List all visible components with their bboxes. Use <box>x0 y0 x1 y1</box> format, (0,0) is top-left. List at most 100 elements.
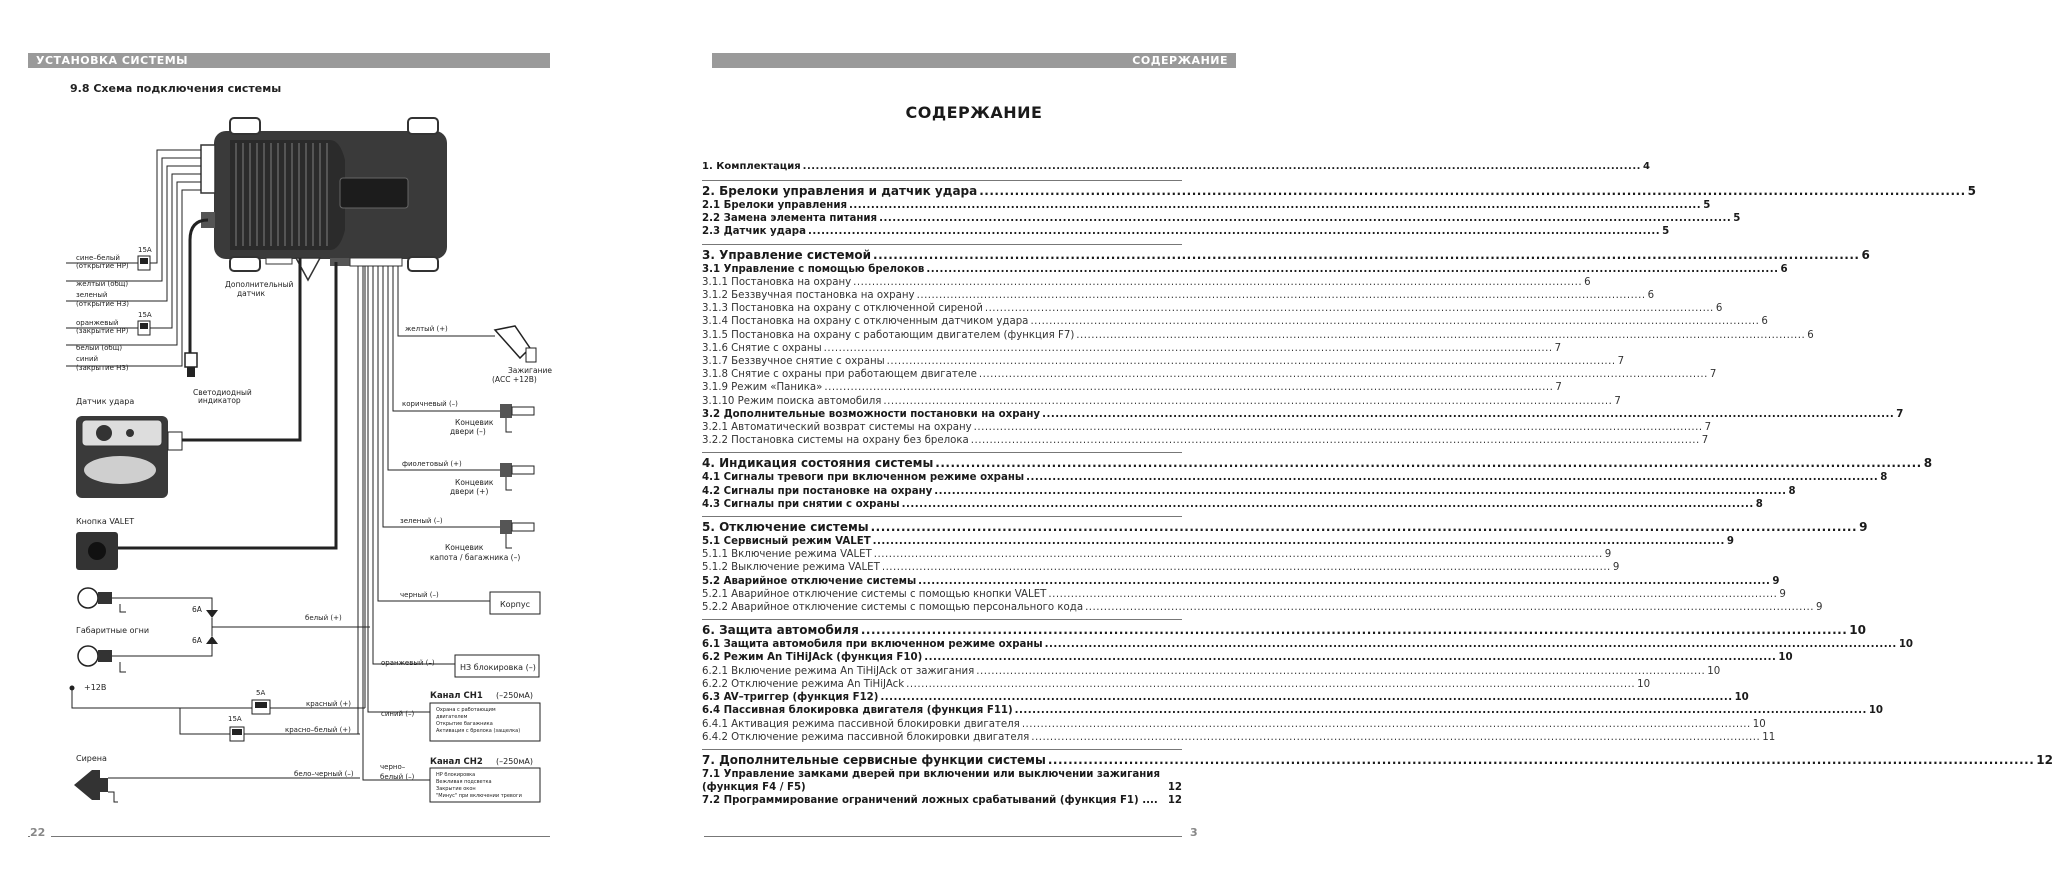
toc-entry[interactable]: 3.1.10 Режим поиска автомобиля7 <box>702 395 1621 408</box>
siren <box>74 770 360 803</box>
label-red-plus: красный (+) <box>306 700 351 708</box>
toc-entry-title: 3.1.9 Режим «Паника» <box>702 382 823 394</box>
toc-entry-page: 10 <box>1868 705 1884 717</box>
toc-entry-page: 7 <box>1617 356 1625 368</box>
toc-entry[interactable]: 3.1 Управление с помощью брелоков 6 <box>702 263 1788 276</box>
toc-entry[interactable]: 3.1.8 Снятие с охраны при работающем дви… <box>702 368 1716 381</box>
toc-entry-title: 5.2.1 Аварийное отключение системы с пом… <box>702 588 1047 600</box>
label-yellow-plus: желтый (+) <box>405 325 448 333</box>
toc-entry[interactable]: 2.3 Датчик удара5 <box>702 225 1669 238</box>
toc-entry-page: 6 <box>1584 276 1591 288</box>
toc-entry-title: 2.3 Датчик удара <box>702 226 806 238</box>
toc-leader-dots <box>979 183 1965 199</box>
toc-entry-title: 5.1.1 Включение режима VALET <box>702 549 872 561</box>
toc-section: 5. Отключение системы95.1 Сервисный режи… <box>702 516 1867 614</box>
toc-leader-dots <box>808 225 1660 238</box>
toc-leader-dots <box>1031 731 1760 744</box>
toc-entry[interactable]: 7.2 Программирование ограничений ложных … <box>702 794 1182 807</box>
toc-entry-page: 7 <box>1704 422 1712 434</box>
toc-entry-page: 6 <box>1780 263 1788 275</box>
toc-entry[interactable]: 6.1 Защита автомобиля при включенном реж… <box>702 638 1913 651</box>
wiring-diagram: 9.8 Схема подключения системы <box>66 82 552 803</box>
toc-entry[interactable]: 3.1.1 Постановка на охрану6 <box>702 276 1591 289</box>
toc-entry[interactable]: 3.1.9 Режим «Паника» 7 <box>702 381 1562 394</box>
toc-entry[interactable]: 6.4.2 Отключение режима пассивной блокир… <box>702 731 1775 744</box>
toc-entry[interactable]: 5.1.2 Выключение режима VALET9 <box>702 561 1619 574</box>
toc-entry[interactable]: 3.1.6 Снятие с охраны7 <box>702 342 1561 355</box>
toc-entry[interactable]: 3.1.2 Беззвучная постановка на охрану6 <box>702 289 1654 302</box>
toc-entry[interactable]: 4.2 Сигналы при постановке на охрану8 <box>702 485 1796 498</box>
toc-entry[interactable]: 1. Комплектация4 <box>702 159 1650 175</box>
toc-entry-title: 3.1 Управление с помощью брелоков <box>702 263 925 275</box>
toc-entry-title: 3.1.10 Режим поиска автомобиля <box>702 395 882 407</box>
label-led-2: индикатор <box>198 396 241 405</box>
right-page-header: СОДЕРЖАНИЕ <box>712 53 1236 68</box>
toc-entry-title: 6.3 AV–триггер (функция F12) <box>702 692 879 704</box>
toc-leader-dots <box>824 342 1553 355</box>
toc-entry[interactable]: 4.1 Сигналы тревоги при включенном режим… <box>702 471 1887 484</box>
toc-entry[interactable]: 6.4 Пассивная блокировка двигателя (функ… <box>702 704 1883 717</box>
toc-entry[interactable]: 2.2 Замена элемента питания5 <box>702 212 1740 225</box>
toc-leader-dots <box>803 159 1641 175</box>
toc-entry[interactable]: 6.2.1 Включение режима An TiHiJAck от за… <box>702 665 1720 678</box>
left-page-header: УСТАНОВКА СИСТЕМЫ <box>28 53 550 68</box>
toc-entry[interactable]: 6.2 Режим An TiHiJAck (функция F10)10 <box>702 651 1793 664</box>
label-led: Светодиодный <box>193 388 252 397</box>
toc-entry-title: 6.2.1 Включение режима An TiHiJAck от за… <box>702 665 975 677</box>
label-shock-sensor: Датчик удара <box>76 397 134 406</box>
toc-entry[interactable]: 3.1.3 Постановка на охрану с отключенной… <box>702 302 1722 315</box>
toc-entry[interactable]: 5.1.1 Включение режима VALET9 <box>702 548 1611 561</box>
toc-entry-page: 7 <box>1896 408 1904 420</box>
left-footer-rule <box>28 836 550 837</box>
label-fuse-6a-2: 6A <box>192 636 203 645</box>
label-ch2-line4: "Минус" при включении тревоги <box>436 793 522 799</box>
toc-entry[interactable]: 3.2.1 Автоматический возврат системы на … <box>702 421 1711 434</box>
toc-entry-page: 5 <box>1733 213 1741 225</box>
toc-entry-page: 7 <box>1555 382 1562 394</box>
toc-section: 6. Защита автомобиля106.1 Защита автомоб… <box>702 619 1913 744</box>
toc-entry[interactable]: 5.2.1 Аварийное отключение системы с пом… <box>702 588 1786 601</box>
label-blue: синий <box>76 355 98 363</box>
toc-entry[interactable]: 3.2.2 Постановка системы на охрану без б… <box>702 434 1708 447</box>
toc-leader-dots <box>926 263 1778 276</box>
toc-entry-title: 5. Отключение системы <box>702 520 869 535</box>
toc-entry[interactable]: 3.1.5 Постановка на охрану с работающим … <box>702 329 1814 342</box>
toc-entry[interactable]: 4. Индикация состояния системы8 <box>702 455 1932 471</box>
toc-entry[interactable]: 5.1 Сервисный режим VALET9 <box>702 535 1734 548</box>
toc-entry[interactable]: 6.2.2 Отключение режима An TiHiJAck10 <box>702 678 1650 691</box>
toc-entry-page: 12 <box>1167 795 1182 807</box>
toc-entry[interactable]: 4.3 Сигналы при снятии с охраны8 <box>702 498 1763 511</box>
toc-entry-title: 2. Брелоки управления и датчик удара <box>702 184 978 198</box>
toc-entry[interactable]: 5. Отключение системы9 <box>702 519 1867 535</box>
toc-entry-title: 6.1 Защита автомобиля при включенном реж… <box>702 639 1043 651</box>
toc-entry[interactable]: 5.2.2 Аварийное отключение системы с пом… <box>702 601 1823 614</box>
toc-entry[interactable]: 6.3 AV–триггер (функция F12)10 <box>702 691 1749 704</box>
toc-entry-page: 11 <box>1762 731 1776 743</box>
toc-entry[interactable]: 3.1.7 Беззвучное снятие с охраны7 <box>702 355 1624 368</box>
label-ch1-line2: двигателем <box>436 714 468 720</box>
toc-entry[interactable]: 3.2 Дополнительные возможности постановк… <box>702 408 1903 421</box>
label-extra-sensor: Дополнительный <box>225 280 294 289</box>
label-extra-sensor-2: датчик <box>237 289 265 298</box>
toc-entry-title: 4.2 Сигналы при постановке на охрану <box>702 485 933 497</box>
toc-entry[interactable]: 3.1.4 Постановка на охрану с отключенным… <box>702 315 1768 328</box>
toc-entry[interactable]: 7. Дополнительные сервисные функции сист… <box>702 752 2053 768</box>
toc-section: 1. Комплектация4 <box>702 157 1650 175</box>
toc-entry-title: 3. Управление системой <box>702 247 872 262</box>
toc-entry[interactable]: 2.1 Брелоки управления5 <box>702 199 1710 212</box>
toc-entry[interactable]: 5.2 Аварийное отключение системы9 <box>702 575 1779 588</box>
toc-entry[interactable]: 3. Управление системой6 <box>702 247 1870 263</box>
label-ch1-line4: Активация с брелока (защелка) <box>436 728 520 734</box>
toc-entry-title: 3.2.2 Постановка системы на охрану без б… <box>702 435 969 447</box>
toc-entry-page: 10 <box>1752 718 1766 730</box>
label-ch2-line1: НР блокировка <box>436 772 475 778</box>
toc-entry[interactable]: 2. Брелоки управления и датчик удара5 <box>702 183 1976 199</box>
toc-entry-title: 6.4 Пассивная блокировка двигателя (функ… <box>702 705 1013 717</box>
label-ch2-line2: Вежливая подсветка <box>436 779 492 785</box>
toc-entry-page: 8 <box>1880 472 1888 484</box>
toc-entry[interactable]: 6.4.1 Активация режима пассивной блокиро… <box>702 718 1766 731</box>
toc-leader-dots <box>934 485 1786 498</box>
label-blue-white: сине–белый <box>76 254 120 262</box>
toc-entry[interactable]: 7.1 Управление замками дверей при включе… <box>702 768 1182 794</box>
toc-entry[interactable]: 6. Защита автомобиля10 <box>702 622 1866 638</box>
